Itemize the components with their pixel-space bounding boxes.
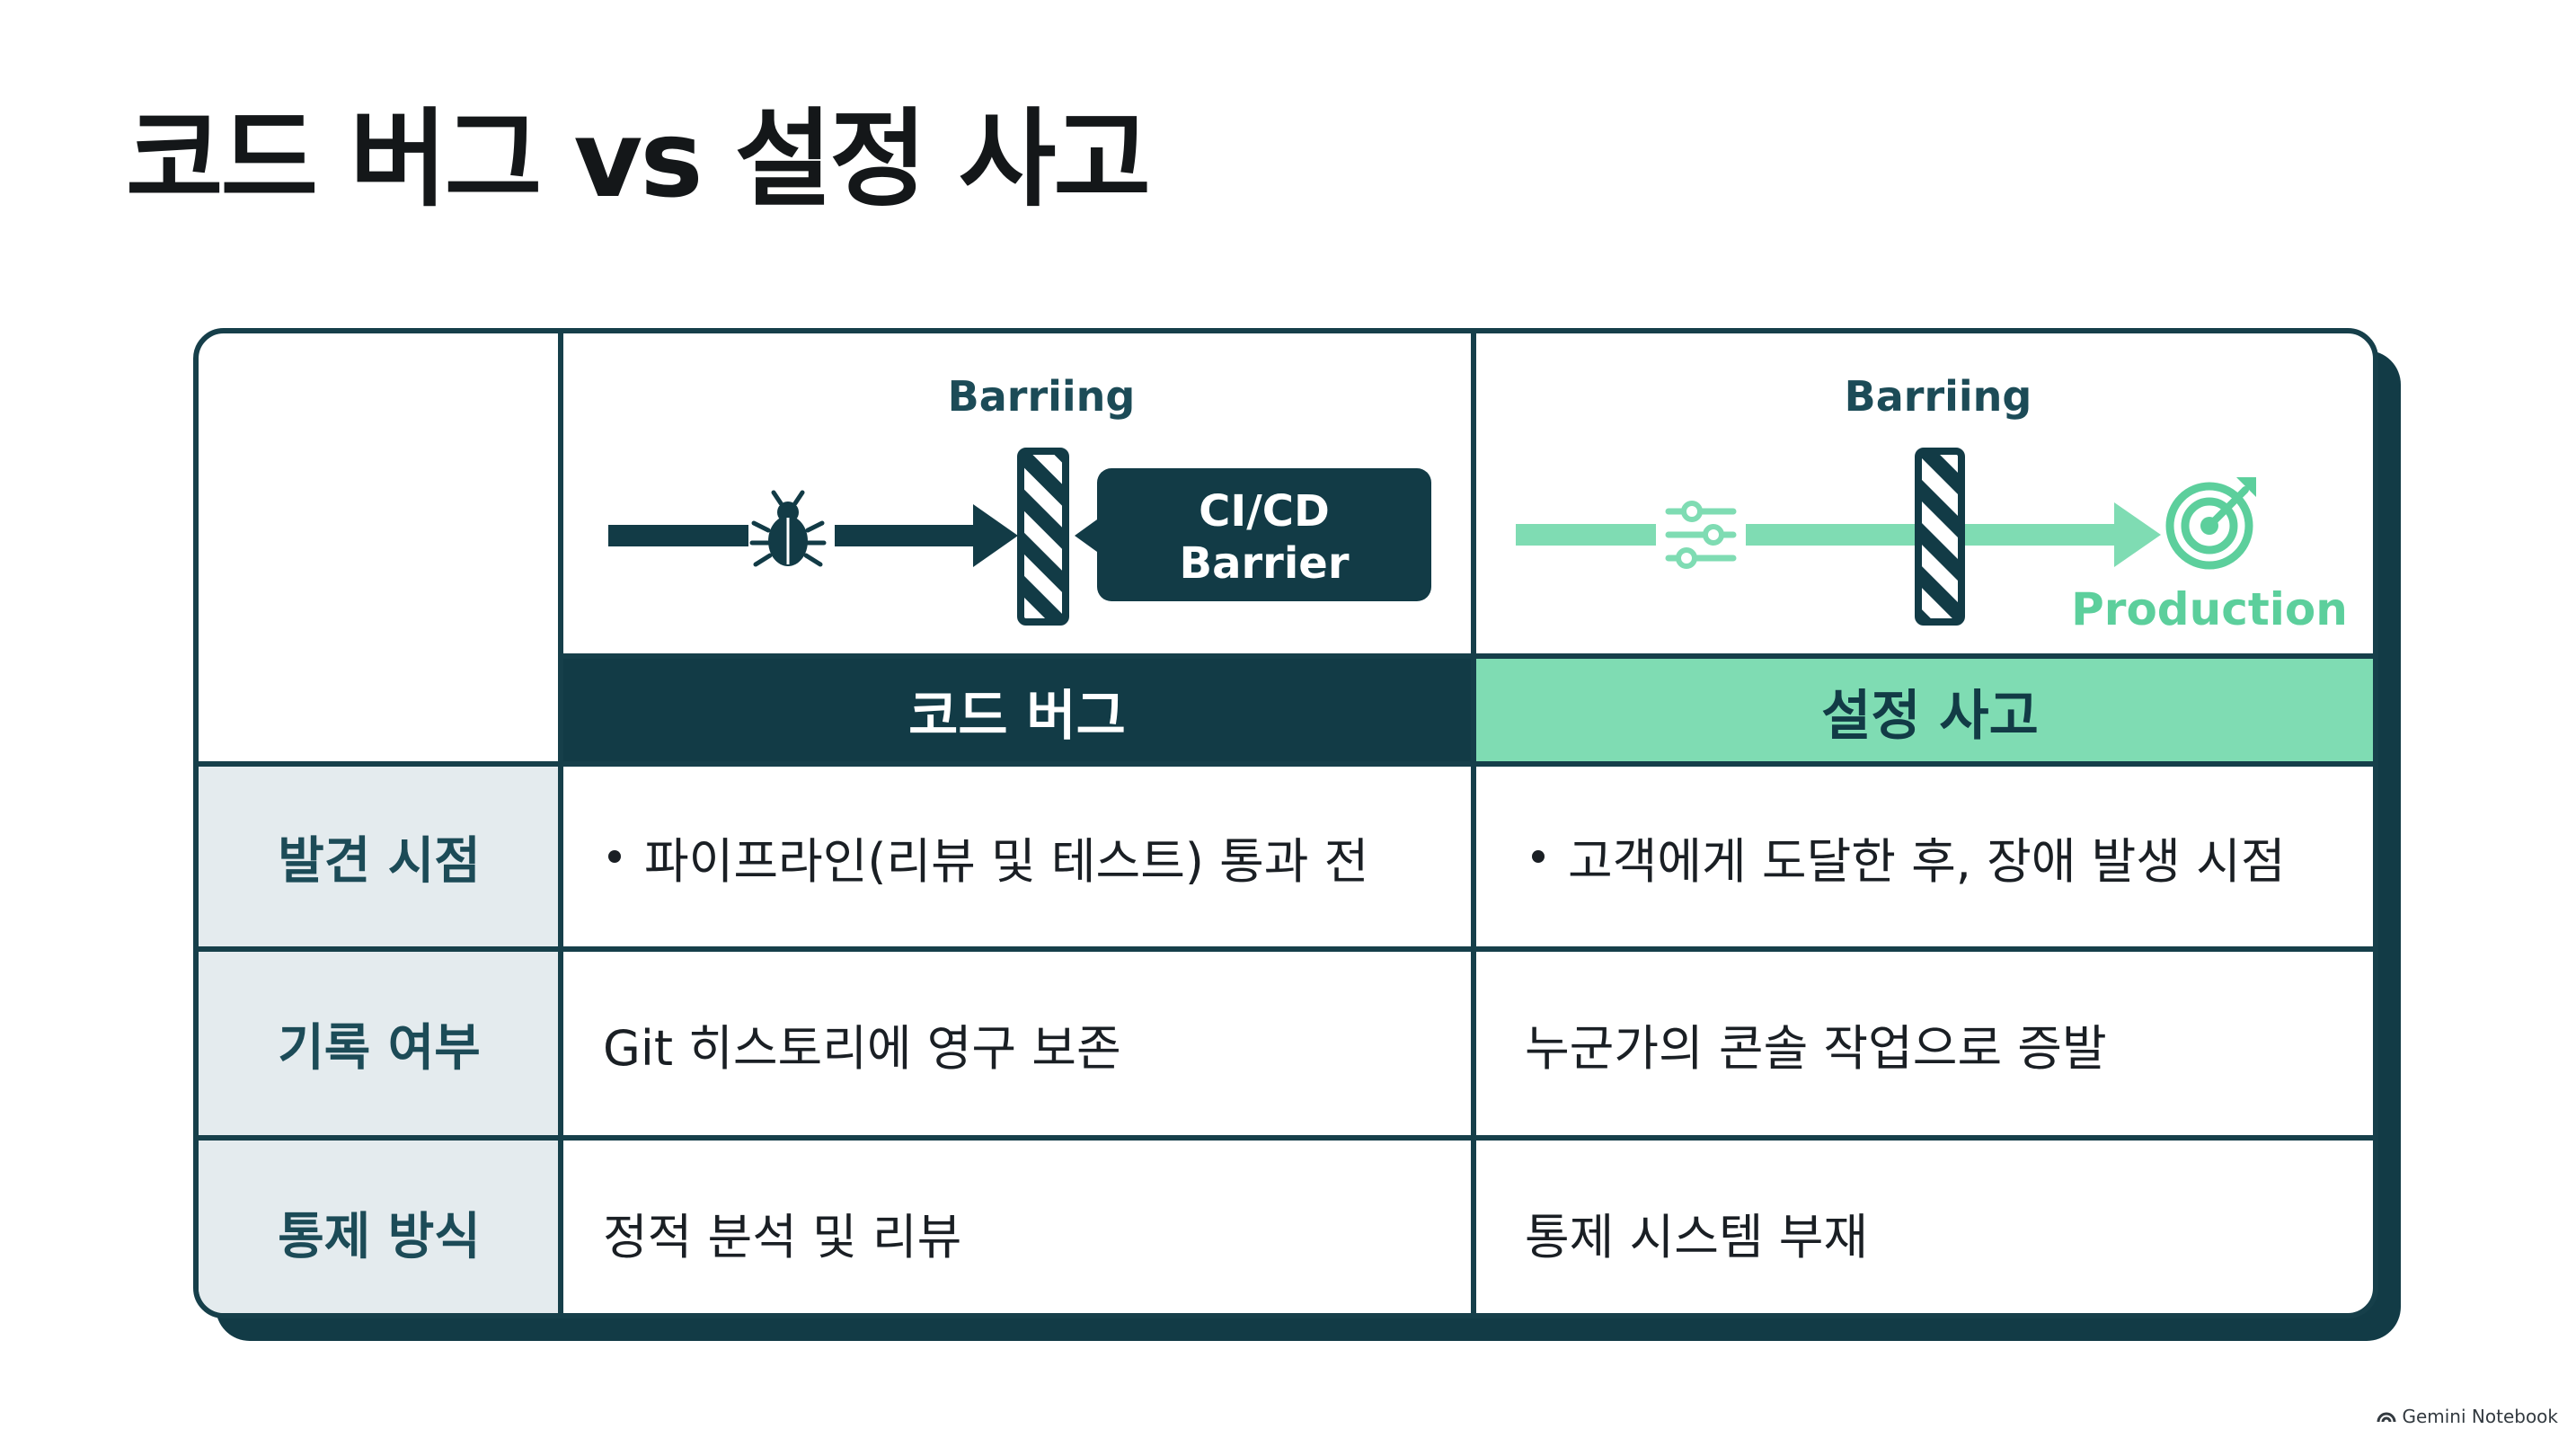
page-title: 코드 버그 vs 설정 사고 (126, 97, 1151, 221)
column-header-config-incident: 설정 사고 (1476, 659, 2373, 763)
flow-diagram: Barriing CI/CD Barr (608, 372, 2348, 635)
cell-text: 파이프라인(리뷰 및 테스트) 통과 전 (644, 832, 1369, 890)
cell-record-config: 누군가의 콘솔 작업으로 증발 (1476, 952, 2373, 1135)
cell-control-code: 정적 분석 및 리뷰 (563, 1141, 1471, 1313)
cell-record-code: Git 히스토리에 영구 보존 (563, 952, 1471, 1135)
footer-brand: Gemini Notebook (2377, 1406, 2558, 1427)
config-barrier-icon (1915, 448, 1965, 626)
code-line-left (608, 525, 748, 546)
grid-vline (1471, 333, 1476, 1313)
cell-text: 정적 분석 및 리뷰 (603, 1208, 962, 1265)
grid-hline (199, 1135, 2373, 1141)
row-header-bg (199, 952, 560, 1135)
brand-logo-icon (2377, 1412, 2396, 1423)
grid-vline (558, 333, 563, 1313)
footer-brand-label: Gemini Notebook (2402, 1406, 2558, 1427)
config-line-left (1516, 524, 1656, 546)
code-arrow-icon (835, 504, 1018, 567)
grid-hline (563, 653, 2373, 659)
cell-discovery-config: 고객에게 도달한 후, 장애 발생 시점 (1476, 767, 2373, 946)
cell-text: Git 히스토리에 영구 보존 (603, 1019, 1121, 1077)
row-header-bg (199, 1141, 560, 1313)
code-barrier-label: Barriing (948, 372, 1136, 421)
config-barrier-label: Barriing (1845, 372, 2032, 421)
row-header-record: 기록 여부 (278, 1018, 481, 1078)
bullet-icon (608, 850, 621, 863)
ci-box-line2: Barrier (1180, 538, 1350, 589)
bullet-icon (1532, 850, 1545, 863)
code-barrier-icon (1017, 448, 1069, 626)
cell-discovery-code: 파이프라인(리뷰 및 테스트) 통과 전 (563, 767, 1471, 946)
row-header-discovery: 발견 시점 (278, 831, 481, 891)
grid-hline (199, 761, 2373, 767)
cell-text: 통제 시스템 부재 (1525, 1208, 1869, 1265)
ci-cd-barrier-box: CI/CD Barrier (1075, 468, 1431, 601)
bug-icon (749, 490, 827, 567)
comparison-table: 코드 버그 설정 사고 Barriing (193, 328, 2378, 1318)
column-header-code-bug: 코드 버그 (563, 659, 1471, 763)
cell-text: 누군가의 콘솔 작업으로 증발 (1525, 1019, 2107, 1077)
row-header-bg (199, 767, 560, 946)
production-label: Production (2071, 583, 2348, 635)
row-header-control: 통제 방식 (278, 1207, 481, 1266)
grid-hline (199, 946, 2373, 952)
cell-control-config: 통제 시스템 부재 (1476, 1141, 2373, 1313)
cell-text: 고객에게 도달한 후, 장애 발생 시점 (1568, 832, 2286, 890)
target-icon (2165, 477, 2256, 570)
ci-box-line1: CI/CD (1199, 486, 1330, 537)
sliders-icon (1665, 501, 1737, 569)
